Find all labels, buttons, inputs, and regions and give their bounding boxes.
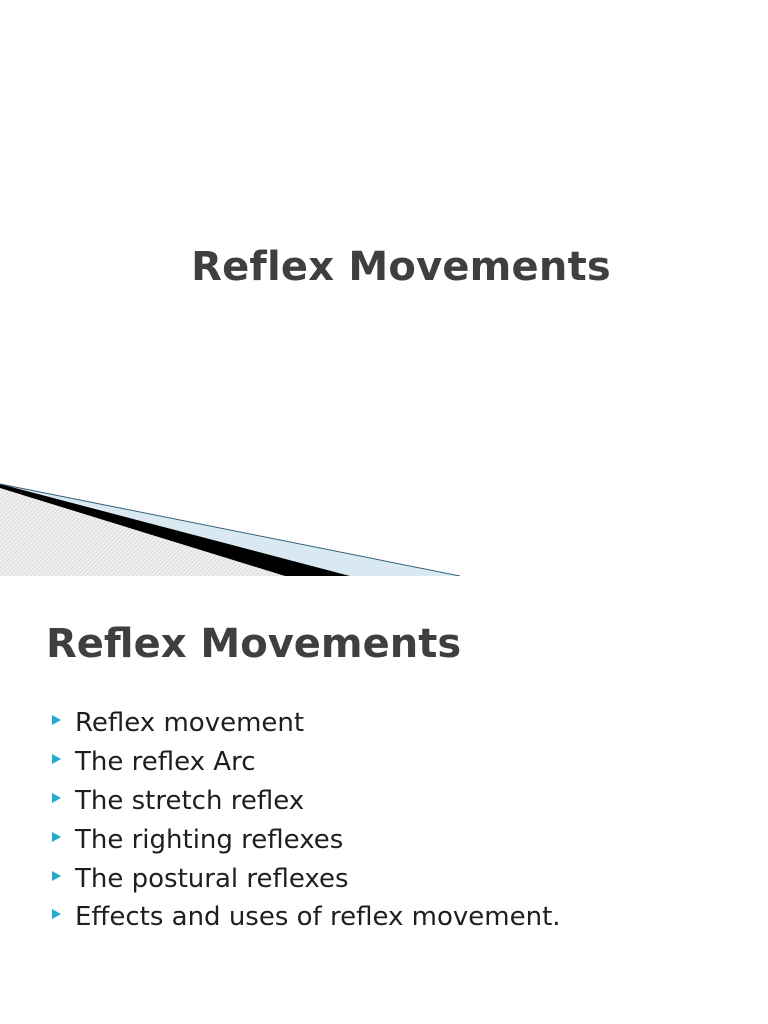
triangle-right-icon	[52, 792, 61, 803]
content-slide: Reflex Movements Reflex movement The ref…	[0, 576, 768, 1024]
bullet-text: The postural reflexes	[75, 863, 349, 894]
bullet-text: Reflex movement	[75, 708, 305, 739]
triangle-right-icon	[52, 715, 61, 726]
bullet-item: The righting reflexes	[52, 820, 561, 859]
triangle-right-icon	[52, 831, 61, 842]
bullet-item: Effects and uses of reflex movement.	[52, 898, 561, 937]
decorative-wedge	[0, 483, 460, 576]
bullet-text: Effects and uses of reflex movement.	[75, 902, 561, 933]
bullet-item: The reflex Arc	[52, 743, 561, 782]
bullet-text: The reflex Arc	[75, 747, 256, 778]
triangle-right-icon	[52, 754, 61, 765]
content-slide-heading: Reflex Movements	[46, 621, 462, 667]
bullet-item: The postural reflexes	[52, 859, 561, 898]
triangle-right-icon	[52, 870, 61, 881]
title-slide: Reflex Movements	[0, 244, 611, 576]
bullet-item: The stretch reflex	[52, 782, 561, 821]
bullet-list: Reflex movement The reflex Arc The stret…	[52, 704, 561, 937]
bullet-text: The righting reflexes	[75, 824, 344, 855]
triangle-right-icon	[52, 909, 61, 920]
title-slide-heading: Reflex Movements	[191, 244, 611, 290]
bullet-text: The stretch reflex	[75, 785, 305, 816]
bullet-item: Reflex movement	[52, 704, 561, 743]
